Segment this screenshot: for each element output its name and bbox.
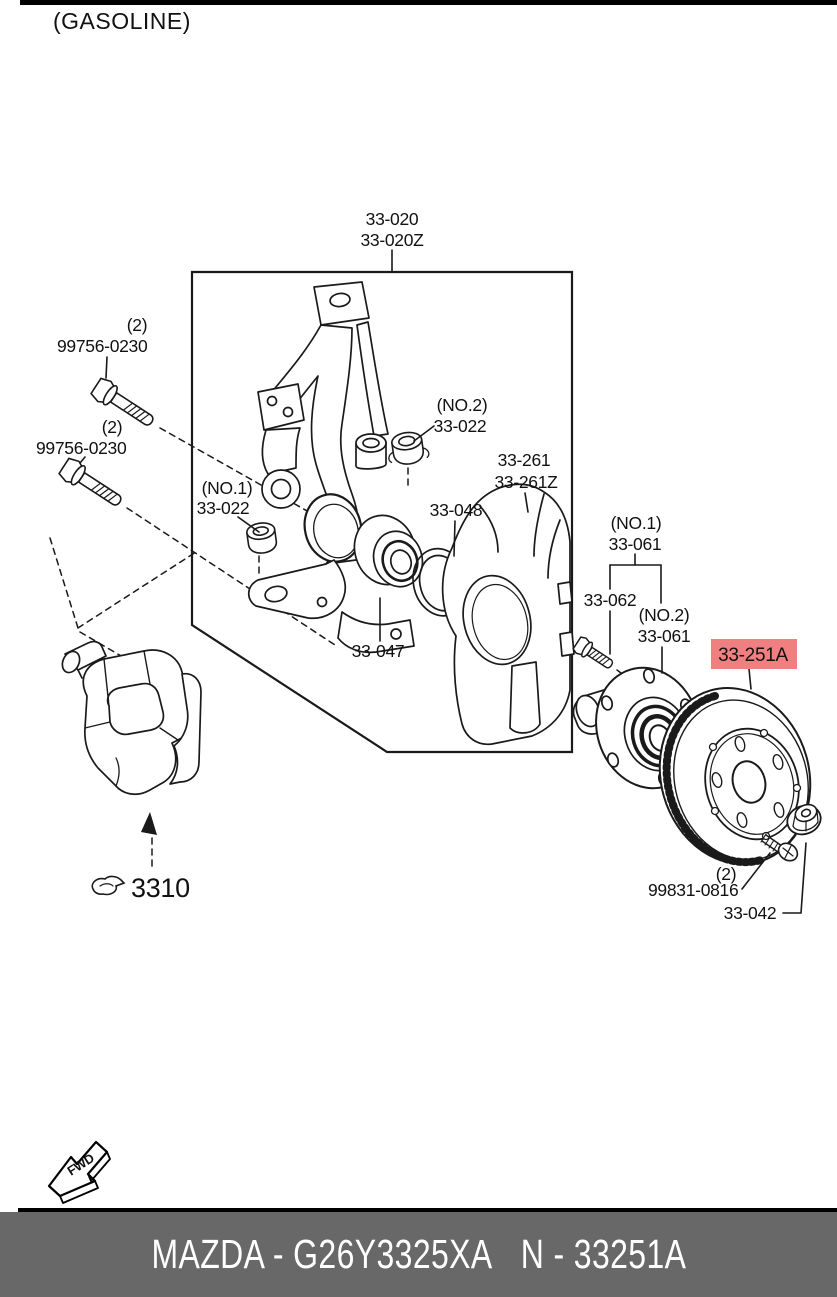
part-number[interactable]: 33-062 xyxy=(584,590,637,610)
part-number[interactable]: 99831-0816 xyxy=(648,880,739,900)
leader-lines xyxy=(79,249,807,914)
callout-hub-no2[interactable]: (NO.2) 33-061 xyxy=(638,605,691,646)
quantity[interactable]: (2) xyxy=(716,864,737,884)
brake-disc-drawing xyxy=(658,687,812,867)
part-number[interactable]: 33-022 xyxy=(197,498,250,518)
variant-label: (GASOLINE) xyxy=(53,8,191,34)
subassembly-frame-box xyxy=(190,270,574,754)
part-number[interactable]: 33-042 xyxy=(724,903,777,923)
callout-splash-shield[interactable]: 33-261 33-261Z xyxy=(494,450,558,492)
part-number[interactable]: 3310 xyxy=(131,873,190,903)
splash-shield-drawing xyxy=(441,483,575,746)
highlight-box[interactable] xyxy=(711,639,797,669)
caliper-pointer-arrowhead xyxy=(141,812,157,835)
callout-caliper-bolt-lower[interactable]: (2) 99756-0230 xyxy=(36,417,127,458)
part-number[interactable]: 33-022 xyxy=(434,416,487,436)
wheel-stud-drawing xyxy=(572,636,614,669)
part-number[interactable]: 33-061 xyxy=(638,626,691,646)
callout-wheel-bearing[interactable]: 33-047 xyxy=(352,641,405,661)
callout-disc-screw[interactable]: (2) 99831-0816 xyxy=(648,864,739,900)
disc-screw-drawing xyxy=(760,833,799,862)
quantity[interactable]: (2) xyxy=(127,315,148,335)
part-number[interactable]: 33-048 xyxy=(430,500,483,520)
caliper-mini-icon-detail xyxy=(99,883,114,887)
position-tag[interactable]: (NO.1) xyxy=(202,478,253,498)
part-number[interactable]: 33-261 xyxy=(498,450,551,470)
part-number[interactable]: 33-020 xyxy=(366,209,420,229)
top-rule xyxy=(20,0,837,5)
position-tag[interactable]: (NO.2) xyxy=(437,395,488,415)
callout-bushing-no2[interactable]: (NO.2) 33-022 xyxy=(434,395,488,436)
callout-bushing-no1[interactable]: (NO.1) 33-022 xyxy=(197,478,253,518)
part-number[interactable]: 33-020Z xyxy=(360,230,424,250)
footer-rule xyxy=(18,1208,837,1212)
quantity[interactable]: (2) xyxy=(102,417,123,437)
caliper-bolt-upper-drawing xyxy=(90,377,154,426)
bushing-no1-drawing xyxy=(246,522,278,554)
footer-catalog-code: MAZDA - G26Y3325XA xyxy=(151,1231,493,1277)
footer-part-code: N - 33251A xyxy=(520,1231,686,1277)
caliper-bolt-lower-drawing xyxy=(58,457,122,506)
callout-locknut[interactable]: 33-042 xyxy=(724,903,777,923)
locknut-drawing xyxy=(786,803,822,836)
callout-snap-ring[interactable]: 33-048 xyxy=(430,500,483,520)
wheel-bearing-drawing xyxy=(353,514,424,588)
part-number[interactable]: 33-251A xyxy=(718,645,789,666)
callout-caliper-ref[interactable]: 3310 xyxy=(91,873,190,903)
highlighted-callout-brake-disc[interactable]: 33-251A xyxy=(711,639,797,669)
caliper-mini-icon xyxy=(91,875,126,896)
part-number[interactable]: 99756-0230 xyxy=(36,438,127,458)
callout-caliper-bolt-upper[interactable]: (2) 99756-0230 xyxy=(57,315,148,356)
callout-hub-no1[interactable]: (NO.1) 33-061 xyxy=(609,513,662,554)
part-number[interactable]: 33-061 xyxy=(609,534,662,554)
position-tag[interactable]: (NO.2) xyxy=(639,605,690,625)
fwd-arrow-icon: FWD xyxy=(47,1140,111,1204)
callout-knuckle[interactable]: 33-020 33-020Z xyxy=(360,209,424,250)
part-number[interactable]: 33-261Z xyxy=(494,472,558,492)
steering-knuckle-drawing xyxy=(247,281,415,654)
position-tag[interactable]: (NO.1) xyxy=(611,513,662,533)
callout-wheel-stud[interactable]: 33-062 xyxy=(584,590,637,610)
brake-caliper-drawing xyxy=(61,640,202,796)
part-number[interactable]: 99756-0230 xyxy=(57,336,148,356)
bushing-no2-drawing xyxy=(388,431,430,465)
part-number[interactable]: 33-047 xyxy=(352,641,405,661)
footer-bar: MAZDA - G26Y3325XA N - 33251A xyxy=(0,1212,837,1297)
